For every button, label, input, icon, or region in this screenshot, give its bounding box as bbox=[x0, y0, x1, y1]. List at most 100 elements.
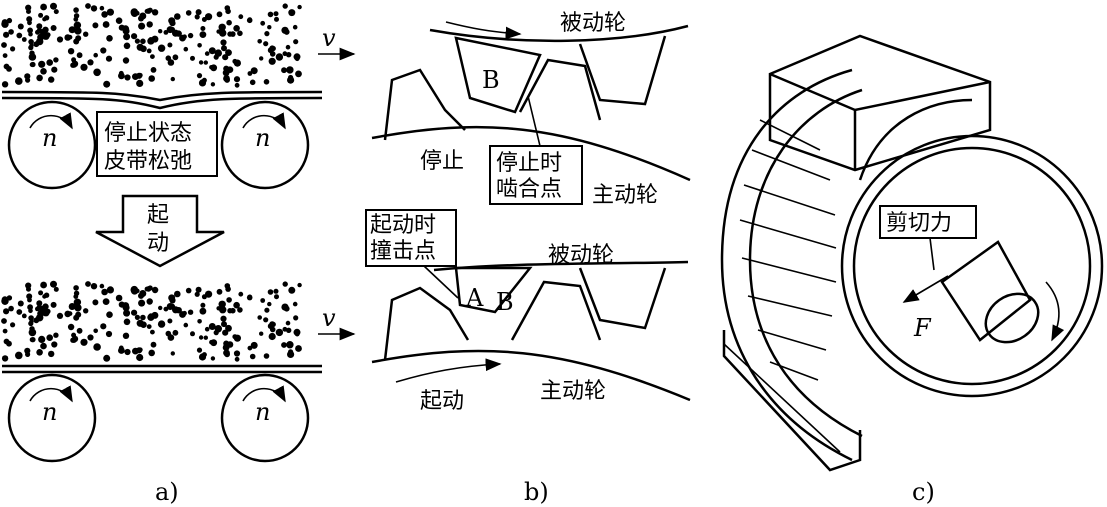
material-dot bbox=[225, 49, 232, 56]
material-dot bbox=[80, 338, 88, 346]
material-dot bbox=[71, 335, 79, 343]
material-dot bbox=[17, 23, 24, 30]
material-dot bbox=[74, 27, 82, 35]
material-dot bbox=[8, 29, 14, 35]
material-dot bbox=[214, 49, 222, 57]
material-dot bbox=[267, 289, 274, 295]
material-dot bbox=[38, 290, 44, 296]
panel-c: F 剪切力 c) bbox=[720, 34, 1104, 506]
material-dot bbox=[172, 54, 179, 61]
material-dot bbox=[234, 82, 240, 88]
material-dot bbox=[102, 298, 110, 305]
material-dot bbox=[85, 3, 91, 9]
material-dot bbox=[56, 36, 64, 43]
material-dot bbox=[50, 25, 57, 31]
material-dot bbox=[73, 298, 82, 306]
material-dot bbox=[123, 42, 131, 50]
material-dot bbox=[246, 17, 253, 24]
material-dot bbox=[233, 334, 241, 342]
material-dot bbox=[216, 11, 223, 18]
material-dot bbox=[157, 44, 166, 52]
force-label: F bbox=[913, 314, 932, 342]
material-dot bbox=[185, 10, 192, 16]
material-dot bbox=[75, 311, 82, 318]
material-dot bbox=[30, 61, 36, 68]
material-dot bbox=[233, 25, 240, 32]
material-dot bbox=[122, 57, 130, 64]
material-dot bbox=[100, 323, 107, 330]
driven-tooth-b-top bbox=[454, 36, 542, 114]
material-dot bbox=[285, 44, 291, 50]
material-dot bbox=[42, 26, 49, 33]
material-dot bbox=[294, 56, 300, 62]
material-dot bbox=[218, 300, 226, 308]
material-dot bbox=[263, 317, 269, 323]
velocity-label-bottom: v bbox=[322, 304, 336, 332]
material-dot bbox=[148, 349, 155, 357]
material-dot bbox=[1, 297, 9, 305]
material-dot bbox=[14, 351, 23, 360]
material-dot bbox=[16, 309, 23, 315]
material-dot bbox=[174, 290, 181, 298]
start-arrow bbox=[95, 194, 225, 268]
material-dot bbox=[150, 341, 157, 348]
material-dot bbox=[285, 320, 291, 326]
material-dot bbox=[282, 51, 288, 57]
material-dot bbox=[216, 288, 223, 295]
material-dot bbox=[93, 343, 101, 351]
impact-label-line2: 撞击点 bbox=[370, 239, 436, 264]
material-dot bbox=[140, 45, 147, 53]
material-dot bbox=[220, 315, 227, 322]
material-dot bbox=[33, 317, 40, 324]
material-dot bbox=[67, 48, 75, 55]
terminal-box bbox=[768, 34, 992, 172]
material-dot bbox=[73, 294, 79, 299]
material-dot bbox=[197, 319, 202, 324]
material-dot bbox=[67, 34, 73, 40]
material-dot bbox=[8, 305, 14, 312]
material-dot bbox=[167, 318, 173, 324]
impact-label-line1: 起动时 bbox=[370, 213, 436, 238]
material-dot bbox=[36, 300, 43, 307]
top-driving-label: 主动轮 bbox=[592, 183, 658, 208]
material-dot bbox=[146, 48, 152, 54]
material-dot bbox=[10, 322, 16, 328]
material-dot bbox=[51, 66, 58, 73]
belt-slack bbox=[1, 90, 323, 102]
material-dot bbox=[50, 301, 57, 308]
material-dot bbox=[134, 314, 140, 320]
material-dot bbox=[67, 323, 75, 331]
material-dot bbox=[146, 324, 152, 329]
material-dot bbox=[282, 281, 288, 287]
material-dot bbox=[158, 29, 163, 34]
material-dot bbox=[220, 39, 227, 46]
stopped-label-line1: 停止状态 bbox=[104, 121, 192, 146]
material-dot bbox=[137, 347, 143, 353]
material-dot bbox=[118, 301, 125, 308]
material-dot bbox=[208, 323, 216, 330]
mesh-label-line2: 啮合点 bbox=[496, 177, 562, 202]
material-dot bbox=[226, 19, 232, 26]
mesh-point-box bbox=[489, 145, 583, 205]
material-dot bbox=[273, 288, 279, 294]
material-dot bbox=[221, 321, 227, 328]
material-dot bbox=[204, 326, 210, 332]
material-dot bbox=[33, 41, 40, 48]
material-dot bbox=[249, 353, 256, 360]
material-dot bbox=[151, 9, 159, 16]
caption-b: b) bbox=[524, 478, 549, 506]
material-dot bbox=[87, 334, 94, 341]
material-dot bbox=[219, 306, 227, 314]
material-dot bbox=[267, 301, 272, 307]
material-dot bbox=[208, 47, 216, 55]
material-dot bbox=[71, 60, 79, 67]
material-dot bbox=[40, 3, 47, 11]
material-dot bbox=[295, 70, 302, 78]
material-dot bbox=[38, 12, 44, 18]
material-dot bbox=[200, 302, 206, 308]
material-dot bbox=[50, 2, 57, 10]
material-dot bbox=[73, 285, 79, 291]
material-dot bbox=[233, 350, 241, 357]
material-dot bbox=[200, 26, 206, 31]
